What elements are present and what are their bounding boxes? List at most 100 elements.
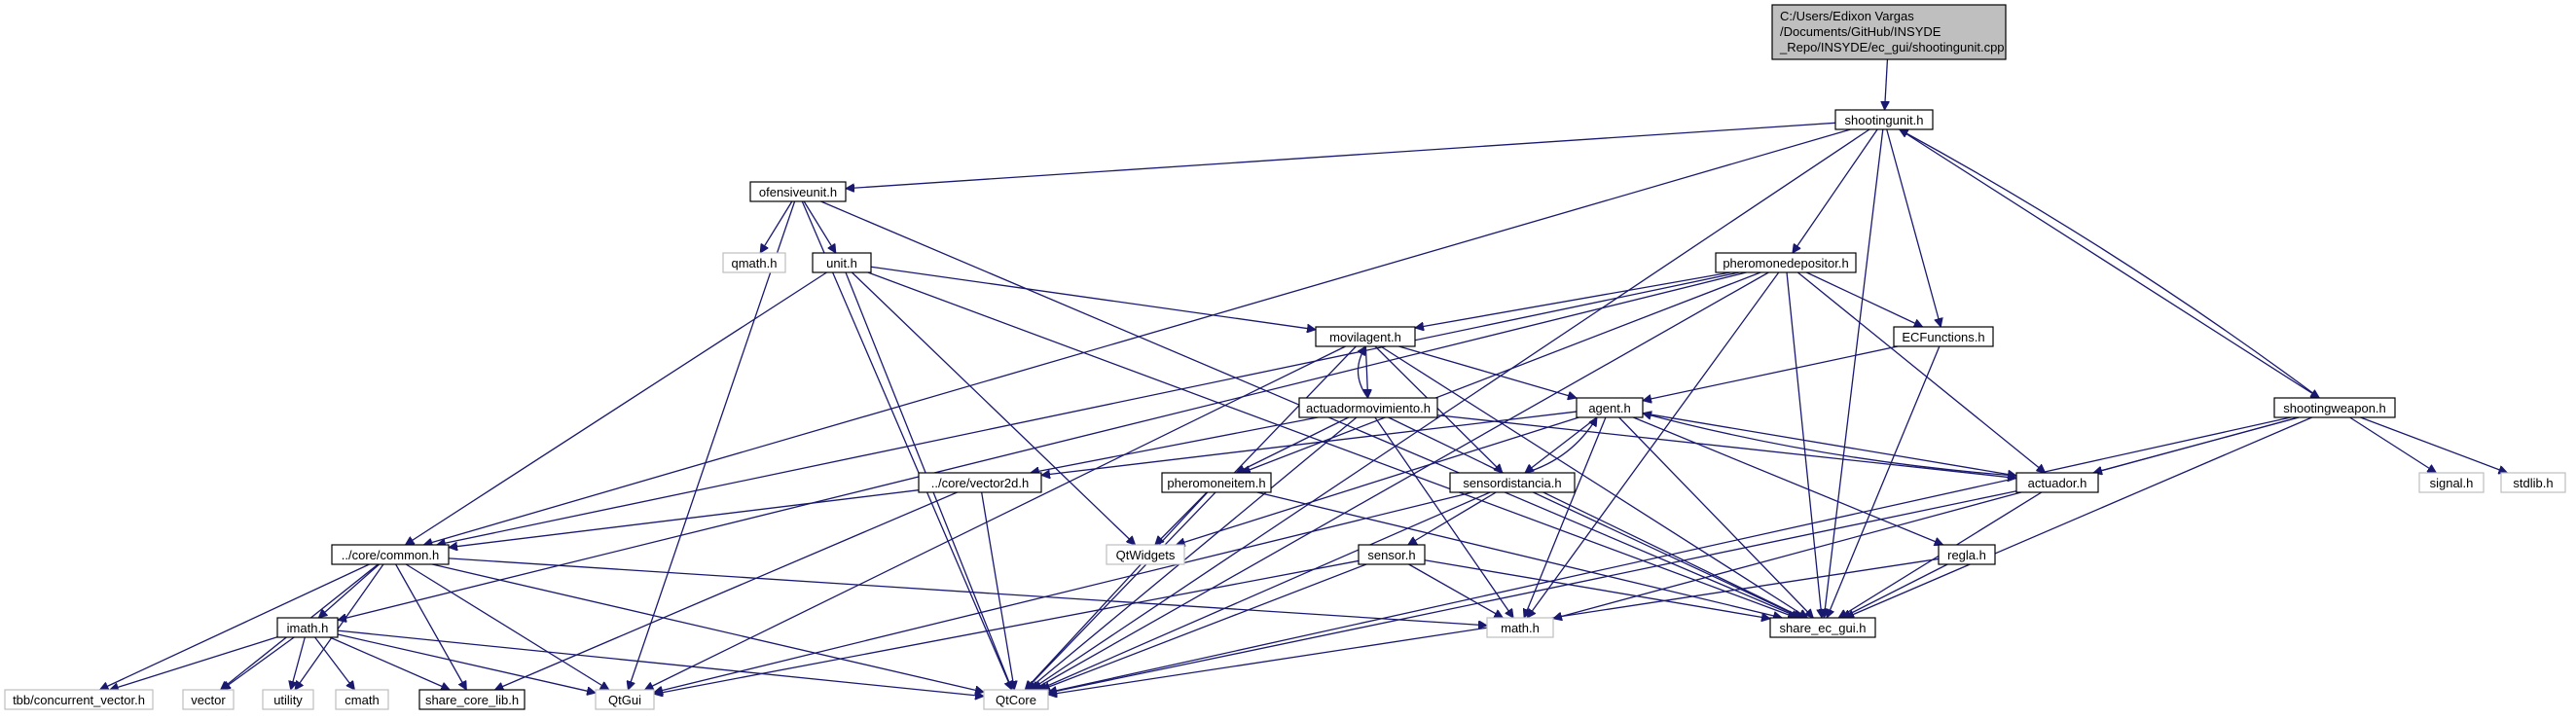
edge-agent-to-mathh <box>1524 416 1607 618</box>
node-qtwidgets: QtWidgets <box>1106 544 1185 565</box>
edge-imath-to-concurrent_vector <box>110 636 278 690</box>
node-imath-box <box>276 617 339 638</box>
node-mathh-box <box>1486 617 1554 638</box>
node-vector-label: vector <box>191 693 226 707</box>
node-cmath-box <box>335 689 389 710</box>
node-qtgui: QtGui <box>595 689 655 710</box>
edge-shootingunit-to-common <box>423 128 1851 545</box>
node-sensordistancia-label: sensordistancia.h <box>1463 476 1561 490</box>
node-actuador[interactable]: actuador.h <box>2015 472 2099 493</box>
node-ecfunctions[interactable]: ECFunctions.h <box>1893 326 1994 347</box>
node-vector2d-box <box>918 472 1042 493</box>
node-cmath-label: cmath <box>345 693 379 707</box>
node-sensordistancia[interactable]: sensordistancia.h <box>1449 472 1576 493</box>
node-unit-box <box>812 252 872 273</box>
node-qmath-box <box>722 252 786 273</box>
node-ofensiveunit-box <box>749 181 847 202</box>
edge-root-to-shootingunit <box>1885 58 1888 110</box>
edge-movilagent-to-qtcore <box>1026 345 1357 690</box>
edge-ofensiveunit-to-unit <box>803 200 837 253</box>
node-shootingunit[interactable]: shootingunit.h <box>1834 109 1934 130</box>
node-imath[interactable]: imath.h <box>276 617 339 638</box>
edge-movilagent-to-sensordistancia <box>1374 345 1503 473</box>
node-stdlib-box <box>2500 472 2566 493</box>
node-qtcore-label: QtCore <box>996 693 1036 707</box>
node-concurrent_vector-box <box>4 689 154 710</box>
edge-unit-to-qtwidgets <box>851 271 1135 545</box>
node-share_ec_gui-label: share_ec_gui.h <box>1780 621 1867 635</box>
node-sensor-box <box>1358 544 1426 565</box>
edge-imath-to-cmath <box>314 636 355 690</box>
node-share_ec_gui-box <box>1769 617 1876 638</box>
node-agent[interactable]: agent.h <box>1576 397 1644 418</box>
edge-shootingunit-to-qtcore <box>1031 128 1870 690</box>
node-actuador-label: actuador.h <box>2028 476 2087 490</box>
node-unit-label: unit.h <box>826 256 857 270</box>
edge-sensor-to-qtcore <box>1041 563 1367 690</box>
edge-pheromoneitem-to-qtcore <box>1025 491 1209 690</box>
edge-imath-to-vector <box>222 636 295 690</box>
node-qtcore-box <box>983 689 1049 710</box>
node-ofensiveunit[interactable]: ofensiveunit.h <box>749 181 847 202</box>
node-share_core_lib[interactable]: share_core_lib.h <box>418 689 526 710</box>
edge-agent-to-qtwidgets <box>1177 416 1579 545</box>
edge-shootingunit-to-shootingweapon <box>1899 128 2320 399</box>
node-ofensiveunit-label: ofensiveunit.h <box>759 185 837 199</box>
edge-common-to-qtgui <box>405 563 609 691</box>
edge-pheromonedepositor-to-common <box>437 271 1740 545</box>
edge-agent-to-share_ec_gui <box>1618 416 1814 618</box>
node-shootingweapon[interactable]: shootingweapon.h <box>2273 397 2396 418</box>
node-vector-box <box>182 689 235 710</box>
edge-vector2d-to-qtcore <box>981 491 1015 690</box>
edge-imath-to-qtcore <box>337 629 984 696</box>
node-actuadormovimiento[interactable]: actuadormovimiento.h <box>1298 397 1438 418</box>
node-concurrent_vector: tbb/concurrent_vector.h <box>4 689 154 710</box>
edge-shootingunit-to-pheromonedepositor <box>1793 128 1878 253</box>
node-vector2d[interactable]: ../core/vector2d.h <box>918 472 1042 493</box>
edge-shootingweapon-to-shootingunit <box>1900 128 2320 399</box>
node-shootingunit-label: shootingunit.h <box>1845 113 1924 127</box>
node-cmath: cmath <box>335 689 389 710</box>
node-root-line-0: C:/Users/Edixon Vargas <box>1780 9 1914 23</box>
edge-ofensiveunit-to-qtgui <box>628 200 796 690</box>
node-pheromoneitem[interactable]: pheromoneitem.h <box>1161 472 1272 493</box>
node-mathh: math.h <box>1486 617 1554 638</box>
edge-agent-to-vector2d <box>1041 411 1578 475</box>
node-qtgui-label: QtGui <box>608 693 641 707</box>
node-common-box <box>331 544 450 565</box>
node-sensor-label: sensor.h <box>1367 548 1415 562</box>
node-vector: vector <box>182 689 235 710</box>
edge-actuador-to-agent <box>1643 413 2017 477</box>
edge-movilagent-to-share_ec_gui <box>1380 345 1808 619</box>
node-movilagent[interactable]: movilagent.h <box>1315 326 1416 347</box>
node-utility: utility <box>262 689 314 710</box>
node-imath-label: imath.h <box>287 621 329 635</box>
node-shootingweapon-box <box>2273 397 2396 418</box>
node-share_core_lib-label: share_core_lib.h <box>425 693 519 707</box>
node-stdlib-label: stdlib.h <box>2513 476 2553 490</box>
node-common[interactable]: ../core/common.h <box>331 544 450 565</box>
node-qtgui-box <box>595 689 655 710</box>
edge-unit-to-common <box>405 271 827 545</box>
edge-sensordistancia-to-agent <box>1524 417 1598 474</box>
node-signal: signal.h <box>2418 472 2485 493</box>
node-sensor[interactable]: sensor.h <box>1358 544 1426 565</box>
node-share_ec_gui[interactable]: share_ec_gui.h <box>1769 617 1876 638</box>
edge-common-to-mathh <box>448 557 1487 626</box>
edge-pheromonedepositor-to-share_ec_gui <box>1786 271 1822 618</box>
node-concurrent_vector-label: tbb/concurrent_vector.h <box>13 693 145 707</box>
edge-vector2d-to-share_core_lib <box>494 491 958 690</box>
node-qmath: qmath.h <box>722 252 786 273</box>
node-unit[interactable]: unit.h <box>812 252 872 273</box>
node-regla[interactable]: regla.h <box>1938 544 1996 565</box>
node-actuador-box <box>2015 472 2099 493</box>
edge-pheromonedepositor-to-qtcore <box>1034 271 1769 691</box>
edge-common-to-imath <box>318 563 381 618</box>
node-pheromonedepositor[interactable]: pheromonedepositor.h <box>1715 252 1857 273</box>
edge-common-to-share_core_lib <box>395 563 467 690</box>
edge-ecfunctions-to-agent <box>1643 345 1899 401</box>
node-root[interactable]: C:/Users/Edixon Vargas/Documents/GitHub/… <box>1771 4 2007 60</box>
edge-shootingweapon-to-signal <box>2349 416 2437 474</box>
edge-sensor-to-qtgui <box>654 559 1360 694</box>
edge-agent-to-regla <box>1633 416 1942 545</box>
